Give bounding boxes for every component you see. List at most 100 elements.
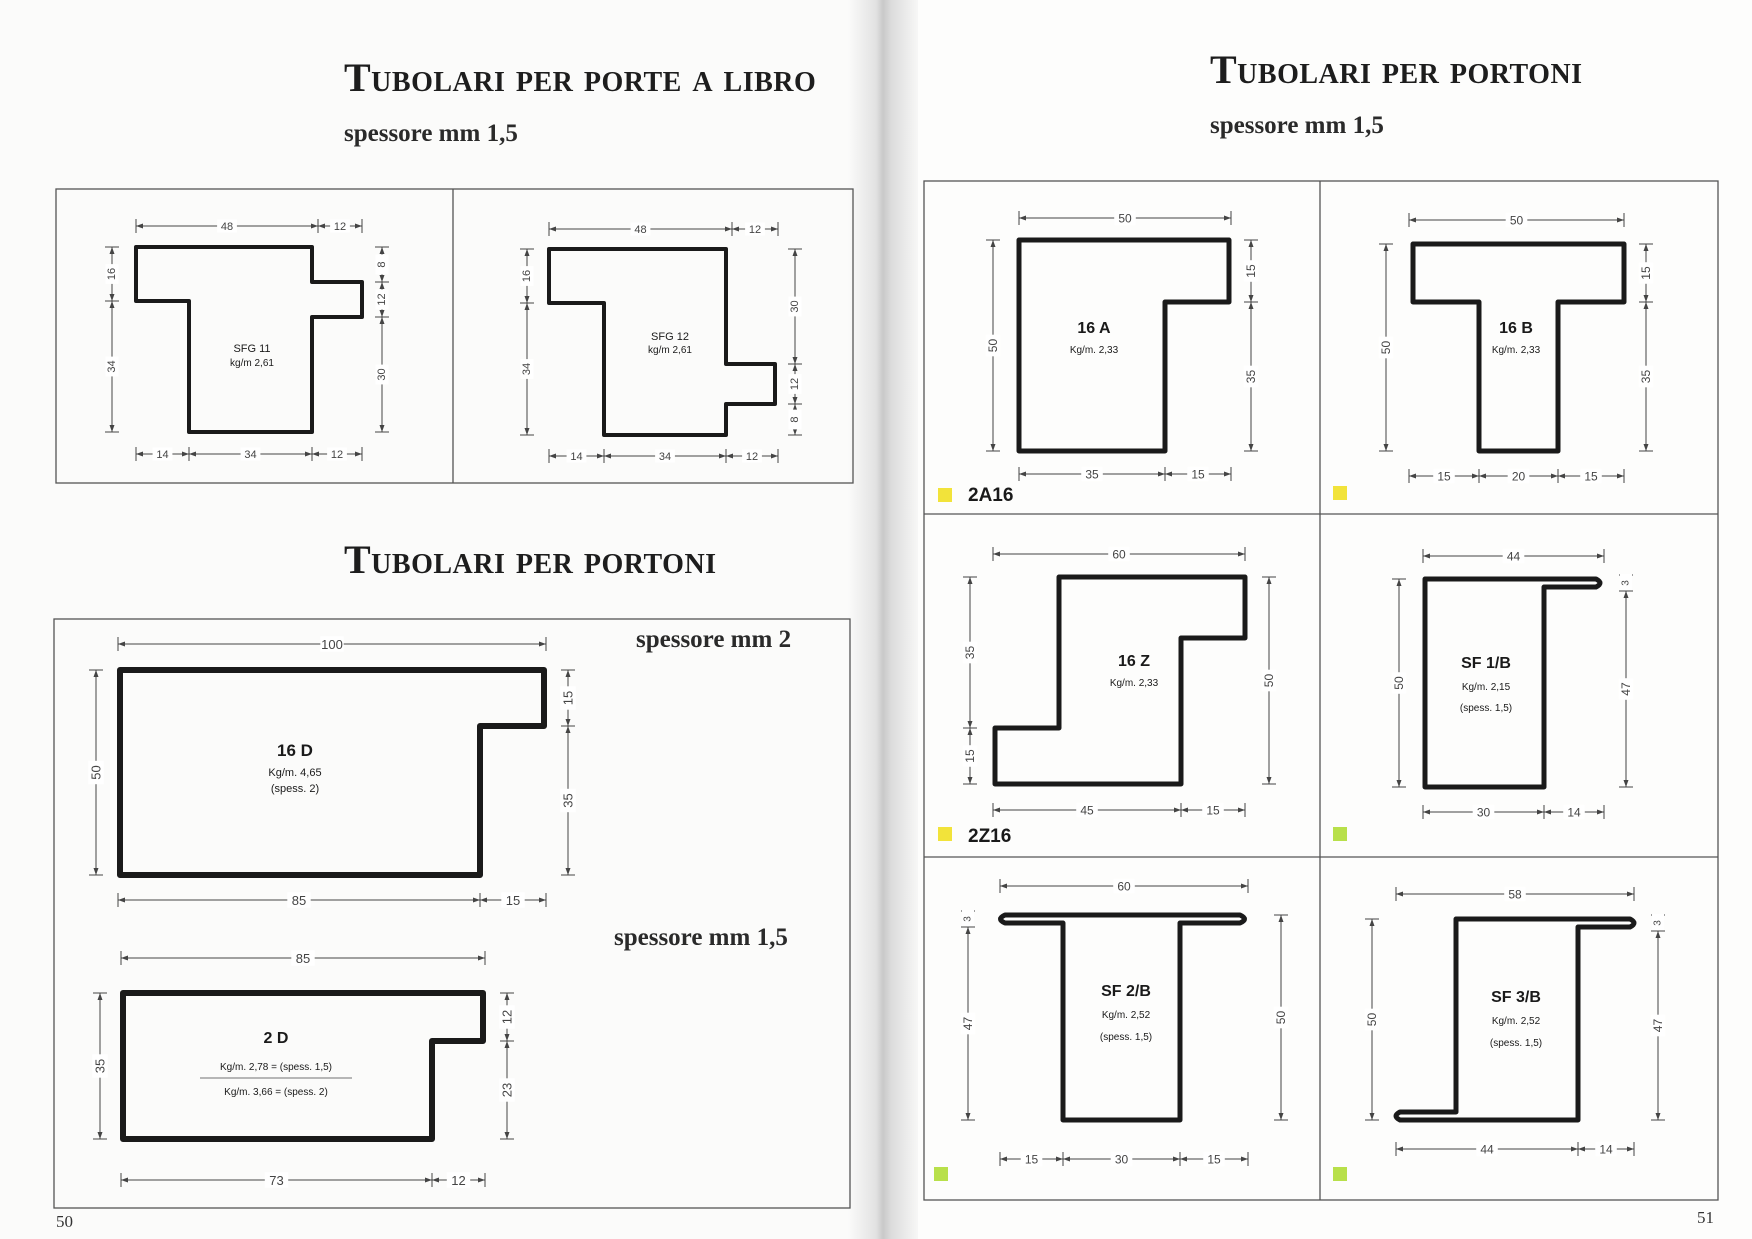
16a-dim-15-bottom-arrow-b [1224,471,1231,477]
16d-dim-50-value: 50 [89,765,104,779]
sf1b-dim-47-value: 47 [1619,682,1633,696]
16d-dim-100-value: 100 [321,637,343,652]
sfg12-dim-8: 8 [788,403,802,436]
sf1b-dim-14-bg [1563,804,1585,820]
title-porte-a-libro: Tubolari per porte a libro [344,55,817,100]
sfg12-dim-34-value: 34 [521,363,533,375]
sf1b-dim-3-bg [1620,574,1632,592]
sfg12-dim-48-value: 48 [634,224,646,236]
16d-dim-15-bg [560,686,576,710]
16d-dim-15-bottom-arrow-a [480,897,487,903]
2d-dim-12-arrow-b [504,1034,510,1041]
sfg11-dim-8-value: 8 [376,261,388,267]
16d-dim-15-value: 15 [561,691,576,705]
16z-dim-60-arrow-b [1238,551,1245,557]
sf1b-dim-47: 47 [1618,590,1634,788]
sf3b-dim-14-value: 14 [1599,1143,1613,1157]
sfg11-dim-16: 16 [105,246,119,302]
sfg11-dim-8-bg [375,254,389,275]
16z-dim-15-bottom-value: 15 [1206,804,1220,818]
sfg11-dim-34-bottom-value: 34 [244,449,256,461]
sf3b-dim-50-arrow-b [1369,1113,1375,1120]
sf2b-dim-30-arrow-a [1063,1156,1070,1162]
2d-dim-12-value: 12 [500,1010,515,1024]
sf1b-dim-14-arrow-a [1544,809,1551,815]
16a-dim-50-top-bg [1114,210,1136,226]
subtitle-spessore-right: spessore mm 1,5 [1210,112,1384,139]
sfg12-dim-12-top-value: 12 [749,224,761,236]
16a-dim-35-bottom-bg [1081,466,1103,482]
sf1b-dim-47-arrow-a [1623,591,1629,598]
2d-dim-12-bottom-arrow-a [432,1177,439,1183]
2d-dim-73-arrow-a [121,1177,128,1183]
16z-dim-15-bg [962,745,978,767]
sf1b-dim-14-value: 14 [1567,806,1581,820]
sf2b-weight: Kg/m. 2,52 [1102,1010,1151,1021]
sf1b-dim-50-value: 50 [1392,676,1406,690]
sfg12-dim-34-bottom: 34 [603,449,727,463]
sfg12-dim-34-bg [520,359,534,379]
16b-dim-50-top: 50 [1408,212,1625,228]
16b-dim-15-right: 15 [1557,468,1625,484]
16a-dim-35-bg [1243,365,1259,388]
16d-dim-35-bg [560,788,576,813]
sfg11-dim-8: 8 [375,246,389,283]
sf1b-dim-44-bg [1502,548,1525,564]
sf2b-dim-30: 30 [1062,1151,1181,1167]
sf1b-marker [1333,827,1347,841]
sf2b-dim-50-value: 50 [1274,1011,1288,1025]
sfg12-dim-34: 34 [520,302,534,436]
frame-portoni-right [923,180,1719,1201]
profile-sf1b [1422,576,1603,790]
sf3b-dim-58-arrow-b [1627,891,1634,897]
sf2b-dim-15-left-arrow-a [1000,1156,1007,1162]
2d-dim-12-bg [499,1005,515,1029]
sf3b-dim-3: 3 [1651,914,1665,932]
sf1b-dim-44-arrow-a [1423,553,1430,559]
16z-dim-15-arrow-a [967,728,973,735]
sfg11-dim-34-arrow-b [109,425,115,432]
sfg12-dim-12-right-bg [788,374,802,394]
16b-dim-35-arrow-a [1643,302,1649,309]
sf2b-dim-60-value: 60 [1117,880,1131,894]
16z-dim-15-bottom-arrow-a [1181,807,1188,813]
16a-dim-35-bottom-arrow-a [1019,471,1026,477]
16a-dim-15-bottom: 15 [1164,466,1232,482]
sf3b-dim-58-value: 58 [1508,888,1522,902]
sf2b-dim-60-arrow-a [1000,883,1007,889]
sfg11-dim-12-top-value: 12 [334,221,346,233]
sf3b-dim-58: 58 [1395,886,1635,902]
label-spessore-2: spessore mm 2 [636,626,792,653]
sfg12-dim-30-value: 30 [789,300,801,312]
sf3b-dim-58-arrow-a [1396,891,1403,897]
sfg11-dim-12-right: 12 [375,281,389,318]
16d-dim-85-bg [287,892,311,908]
sfg12-dim-12-right-value: 12 [789,378,801,390]
sf1b-dim-50-bg [1391,672,1407,694]
2d-dim-12-bottom-value: 12 [451,1173,465,1188]
16a-dim-50-left: 50 [985,239,1001,452]
page-number-left: 50 [56,1212,73,1231]
sfg12-dim-12-top-bg [745,222,765,236]
16d-dim-50: 50 [88,669,104,876]
16z-dim-45-arrow-b [1174,807,1181,813]
sf3b-dim-50-bg [1364,1008,1380,1031]
2d-dim-23-bg [499,1078,515,1102]
2d-dim-85-bg [291,950,315,966]
sf2b-dim-60: 60 [999,878,1249,894]
profile-16d [117,667,547,878]
sfg11-dim-12-bottom-bg [327,447,347,461]
16d-dim-15: 15 [560,669,576,727]
sf3b-dim-14-bg [1595,1141,1617,1157]
sf1b-dim-30-value: 30 [1477,806,1491,820]
16z-dim-60: 60 [992,546,1246,562]
sf3b-dim-47: 47 [1650,930,1666,1121]
16d-dim-35-value: 35 [561,793,576,807]
sf3b-dim-14-arrow-b [1627,1146,1634,1152]
16b-dim-50-left-value: 50 [1379,341,1393,355]
sf2b-marker [934,1167,948,1181]
sf2b-dim-15-left-arrow-b [1056,1156,1063,1162]
sfg11-dim-12-bottom: 12 [311,447,363,461]
sfg11-dim-12-right-value: 12 [376,293,388,305]
